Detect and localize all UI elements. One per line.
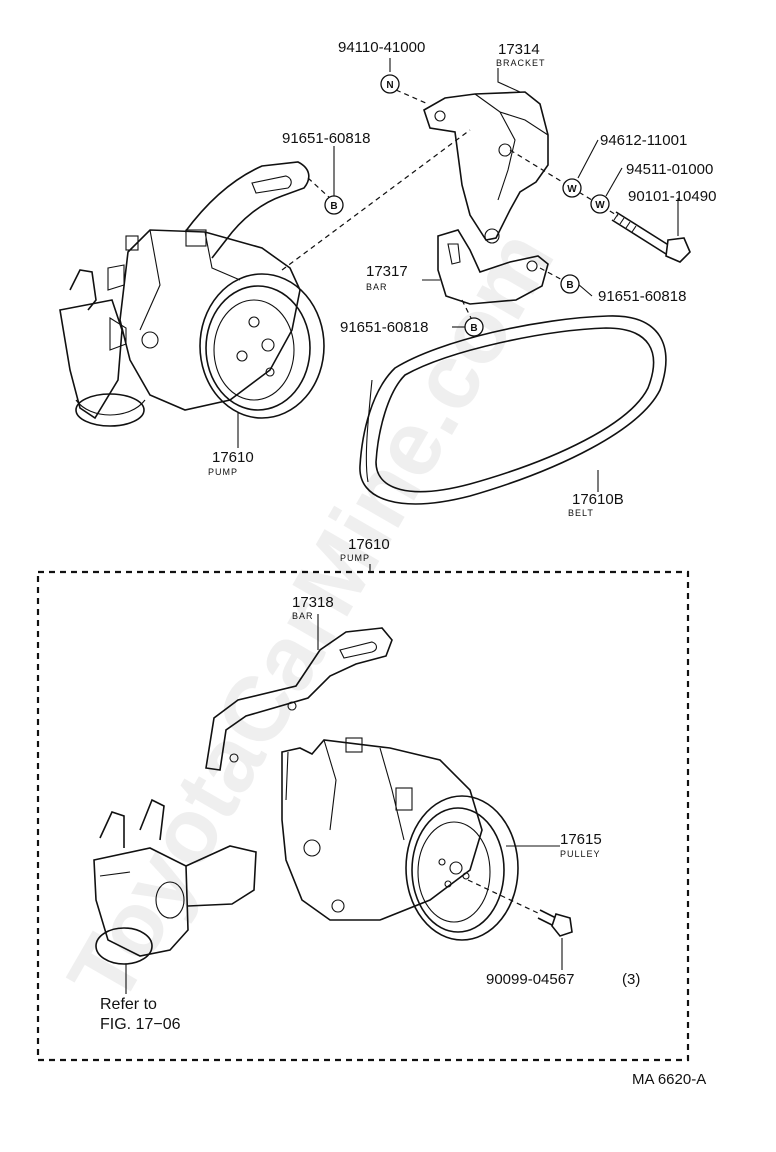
- bar-17317-part-number[interactable]: 17317: [366, 263, 408, 280]
- leader-w2: [605, 167, 623, 197]
- bracket-part-number[interactable]: 17314: [498, 41, 540, 58]
- svg-text:W: W: [595, 200, 605, 211]
- bracket-label: BRACKET: [496, 58, 546, 68]
- svg-text:N: N: [386, 80, 393, 91]
- washer-2-part-number[interactable]: 94511-01000: [626, 161, 713, 178]
- assembly-frame: [36, 570, 690, 1062]
- bolt-b2-part-number[interactable]: 91651-60818: [340, 319, 428, 336]
- svg-text:B: B: [470, 323, 477, 334]
- long-bolt-drawing[interactable]: [611, 211, 691, 263]
- bolt-leader-b1: [307, 177, 333, 201]
- svg-text:W: W: [567, 184, 577, 195]
- bolt-leader-pulley: [467, 879, 541, 915]
- refer-fig-link[interactable]: FIG. 17−06: [100, 1016, 181, 1033]
- leader-bracket: [497, 68, 521, 93]
- bar-17317-label: BAR: [366, 282, 388, 292]
- leader-w1: [577, 139, 599, 179]
- pump-top-drawing[interactable]: [59, 161, 325, 427]
- pump-bottom-part-number[interactable]: 17610: [348, 536, 390, 553]
- bar-17318-label: BAR: [292, 611, 314, 621]
- regulator-drawing[interactable]: [93, 798, 257, 965]
- pulley-bolt-drawing[interactable]: [537, 909, 573, 937]
- bar-17318-part-number[interactable]: 17318: [292, 594, 334, 611]
- bar-17317-drawing[interactable]: [437, 229, 549, 305]
- svg-text:B: B: [330, 201, 337, 212]
- pump-top-part-number[interactable]: 17610: [212, 449, 254, 466]
- pulley-bolt-part-number[interactable]: 90099-04567: [486, 971, 574, 988]
- pump-bottom-label: PUMP: [340, 553, 370, 563]
- figure-code: MA 6620-A: [632, 1071, 706, 1088]
- belt-drawing[interactable]: [359, 315, 667, 505]
- washer-badge-w2[interactable]: W: [590, 194, 610, 214]
- bolt-b1-part-number[interactable]: 91651-60818: [282, 130, 370, 147]
- pulley-bolt-quantity: (3): [622, 971, 640, 988]
- bolt-badge-b3[interactable]: B: [560, 274, 580, 294]
- pump-top-label: PUMP: [208, 467, 238, 477]
- nut-badge[interactable]: N: [380, 74, 400, 94]
- bolt-badge-b1[interactable]: B: [324, 195, 344, 215]
- pulley-label: PULLEY: [560, 849, 601, 859]
- svg-text:B: B: [566, 280, 573, 291]
- belt-label: BELT: [568, 508, 594, 518]
- washer-badge-w1[interactable]: W: [562, 178, 582, 198]
- pump-bracket-leader: [281, 129, 471, 271]
- bolt-leader-b2: [461, 299, 473, 321]
- pulley-drawing[interactable]: [405, 795, 519, 941]
- pump-bottom-drawing[interactable]: [281, 737, 483, 921]
- bracket-drawing[interactable]: [423, 91, 549, 244]
- bolt-badge-b2[interactable]: B: [464, 317, 484, 337]
- bar-17318-drawing[interactable]: [205, 627, 393, 771]
- pulley-part-number[interactable]: 17615: [560, 831, 602, 848]
- leader-b3: [577, 283, 593, 297]
- washer-1-part-number[interactable]: 94612-11001: [600, 132, 687, 149]
- nut-part-number[interactable]: 94110-41000: [338, 39, 425, 56]
- bolt-leader-b3: [539, 267, 567, 283]
- bolt-leader-n: [395, 89, 429, 105]
- refer-to-text: Refer to: [100, 996, 157, 1013]
- bolt-b3-part-number[interactable]: 91651-60818: [598, 288, 686, 305]
- long-bolt-part-number[interactable]: 90101-10490: [628, 188, 716, 205]
- belt-part-number[interactable]: 17610B: [572, 491, 624, 508]
